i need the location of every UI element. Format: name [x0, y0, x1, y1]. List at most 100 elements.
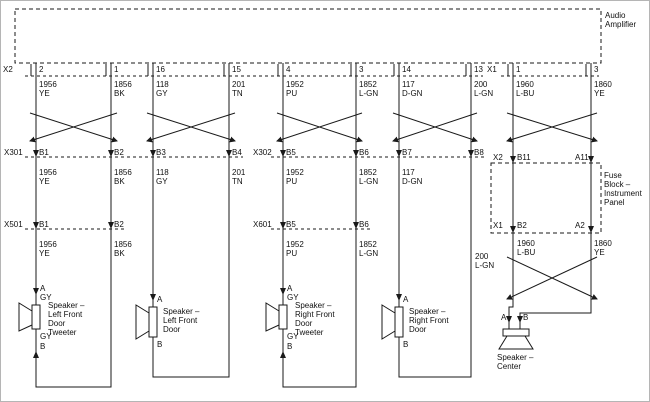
connector-pin-label: B1 — [39, 148, 49, 157]
pigtail-color-label: GY — [40, 332, 52, 341]
terminal-label: B — [40, 342, 46, 351]
terminal-label: B — [287, 342, 293, 351]
connector-pin-label: B6 — [359, 148, 369, 157]
wire-color-label: PU — [286, 177, 298, 186]
wire-circuit-label: 1952 — [286, 240, 304, 249]
wire-circuit-label: 118 — [156, 80, 169, 89]
speaker-center-icon — [498, 328, 534, 350]
wire-circuit-label: 1960 — [517, 239, 535, 248]
wire-color-label: L-GN — [359, 177, 379, 186]
fuse-connector-x1-label: X1 — [493, 221, 503, 230]
terminal-label: A — [501, 313, 507, 322]
amplifier-label: Audio Amplifier — [605, 11, 637, 29]
pigtail-color-label: GY — [287, 332, 299, 341]
wire-circuit-label: 1852 — [359, 240, 377, 249]
wire-circuit-label: 1952 — [286, 80, 304, 89]
wire-color-label: BK — [114, 89, 125, 98]
pin-label: 3 — [594, 65, 599, 74]
connector-pin-label: B8 — [474, 148, 484, 157]
speaker-right-tweeter-icon — [265, 302, 288, 332]
wire-circuit-label: 200 — [474, 80, 488, 89]
terminal-label: A — [403, 295, 409, 304]
wire-color-label: L-BU — [516, 89, 535, 98]
terminal-label: A — [40, 284, 46, 293]
connector-pin-label: B1 — [39, 220, 49, 229]
wire-color-label: YE — [39, 177, 50, 186]
connector-pin-label: B4 — [232, 148, 242, 157]
pin-label: 2 — [39, 65, 44, 74]
pin-label: 13 — [474, 65, 483, 74]
connector-x601-label: X601 — [253, 220, 272, 229]
wire-color-label: YE — [39, 249, 50, 258]
connector-pin-label: B2 — [114, 220, 124, 229]
wire-circuit-label: 1956 — [39, 240, 57, 249]
speaker-left-door-icon — [135, 304, 158, 340]
wire-circuit-label: 1860 — [594, 80, 612, 89]
wire-color-label: GY — [156, 89, 168, 98]
pin-label: 3 — [359, 65, 364, 74]
wire-color-label: BK — [114, 177, 125, 186]
speaker-label: Speaker – Right Front Door — [409, 307, 449, 334]
connector-pin-label: B11 — [517, 153, 531, 162]
wire-color-label: L-GN — [359, 89, 379, 98]
wire-circuit-label: 200 — [475, 252, 489, 261]
wire-circuit-label: 1956 — [39, 168, 57, 177]
wire-color-label: L-BU — [517, 248, 536, 257]
wire-circuit-label: 117 — [402, 168, 415, 177]
wire-color-label: YE — [594, 248, 605, 257]
terminal-label: B — [157, 340, 163, 349]
wire-201-tn — [152, 63, 230, 378]
wire-color-label: D-GN — [402, 177, 423, 186]
wire-color-label: L-GN — [474, 89, 494, 98]
wire-circuit-label: 1956 — [39, 80, 57, 89]
speaker-icons — [18, 302, 534, 350]
wire-color-label: GY — [156, 177, 168, 186]
pin-label: 16 — [156, 65, 165, 74]
connector-x301-label: X301 — [4, 148, 23, 157]
wire-1860-ye — [519, 63, 592, 329]
fuse-connector-x2-label: X2 — [493, 153, 503, 162]
pigtail-color-label: GY — [287, 293, 299, 302]
connector-pin-label: B5 — [286, 220, 296, 229]
connector-x302-label: X302 — [253, 148, 272, 157]
amplifier-box — [14, 8, 602, 64]
wire-circuit-label: 1852 — [359, 80, 377, 89]
wire-color-label: YE — [594, 89, 605, 98]
wire-circuit-label: 117 — [402, 80, 415, 89]
wire-color-label: D-GN — [402, 89, 423, 98]
pin-label: 1 — [516, 65, 521, 74]
amplifier-connector-faces — [25, 64, 599, 77]
connector-pin-label: B3 — [156, 148, 166, 157]
wire-200-lgn — [398, 63, 472, 378]
connector-pin-label: B2 — [517, 221, 527, 230]
connector-pin-label: B2 — [114, 148, 124, 157]
pigtail-color-label: GY — [40, 293, 52, 302]
terminal-label: A — [157, 295, 163, 304]
wire-circuit-label: 118 — [156, 168, 169, 177]
connector-pin-label: B5 — [286, 148, 296, 157]
speaker-right-door-icon — [381, 304, 404, 340]
fuse-block-box — [490, 162, 602, 234]
wire-color-label: BK — [114, 249, 125, 258]
speaker-label: Speaker – Left Front Door — [163, 307, 200, 334]
wire-color-label: L-GN — [475, 261, 495, 270]
terminal-label: B — [523, 313, 529, 322]
wire-circuit-label: 1852 — [359, 168, 377, 177]
wire-circuit-label: 1860 — [594, 239, 612, 248]
wire-color-label: YE — [39, 89, 50, 98]
wire-circuit-label: 1952 — [286, 168, 304, 177]
pin-label: 15 — [232, 65, 241, 74]
connector-pin-label: B6 — [359, 220, 369, 229]
terminal-label: A — [287, 284, 293, 293]
terminal-label: B — [403, 340, 409, 349]
wire-1960-lbu — [508, 63, 514, 329]
connector-pin-label: B7 — [402, 148, 412, 157]
inline-connector-rows — [25, 156, 485, 230]
fuse-block-label: Fuse Block – Instrument Panel — [604, 171, 642, 207]
connector-x501-label: X501 — [4, 220, 23, 229]
speaker-label: Speaker – Center — [497, 353, 534, 371]
wire-circuit-label: 1856 — [114, 168, 132, 177]
speaker-label: Speaker – Left Front Door Tweeter — [48, 301, 85, 337]
